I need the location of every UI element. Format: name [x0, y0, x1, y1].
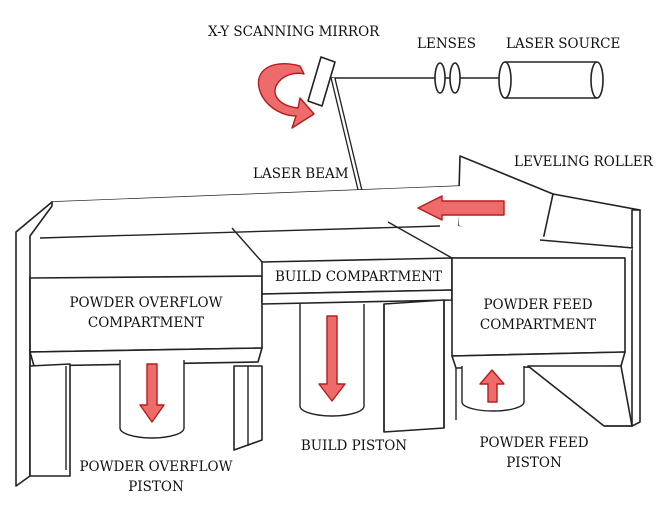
label-feed-piston-2: PISTON — [506, 455, 562, 471]
roller-direction-arrow — [417, 195, 505, 221]
lenses — [434, 62, 461, 94]
overflow-piston-arrow — [139, 363, 165, 423]
label-scanning-mirror: X-Y SCANNING MIRROR — [208, 24, 380, 40]
label-build-piston: BUILD PISTON — [301, 438, 407, 454]
label-overflow-compartment-1: POWDER OVERFLOW — [69, 295, 222, 311]
label-feed-piston-1: POWDER FEED — [479, 435, 588, 451]
laser-source — [498, 61, 604, 99]
scanning-mirror — [307, 56, 336, 107]
rotation-arrow — [257, 63, 315, 129]
label-overflow-compartment-2: COMPARTMENT — [88, 315, 204, 331]
label-leveling-roller: LEVELING ROLLER — [514, 154, 654, 170]
label-feed-compartment-2: COMPARTMENT — [480, 317, 596, 333]
label-overflow-piston-1: POWDER OVERFLOW — [79, 459, 232, 475]
feed-piston-arrow — [479, 369, 505, 403]
build-piston-arrow — [318, 315, 346, 402]
label-feed-compartment-1: POWDER FEED — [483, 297, 592, 313]
label-build-compartment: BUILD COMPARTMENT — [275, 269, 442, 285]
label-laser-beam: LASER BEAM — [253, 166, 349, 182]
label-laser-source: LASER SOURCE — [506, 36, 620, 52]
label-lenses: LENSES — [417, 36, 476, 52]
label-overflow-piston-2: PISTON — [128, 479, 184, 495]
